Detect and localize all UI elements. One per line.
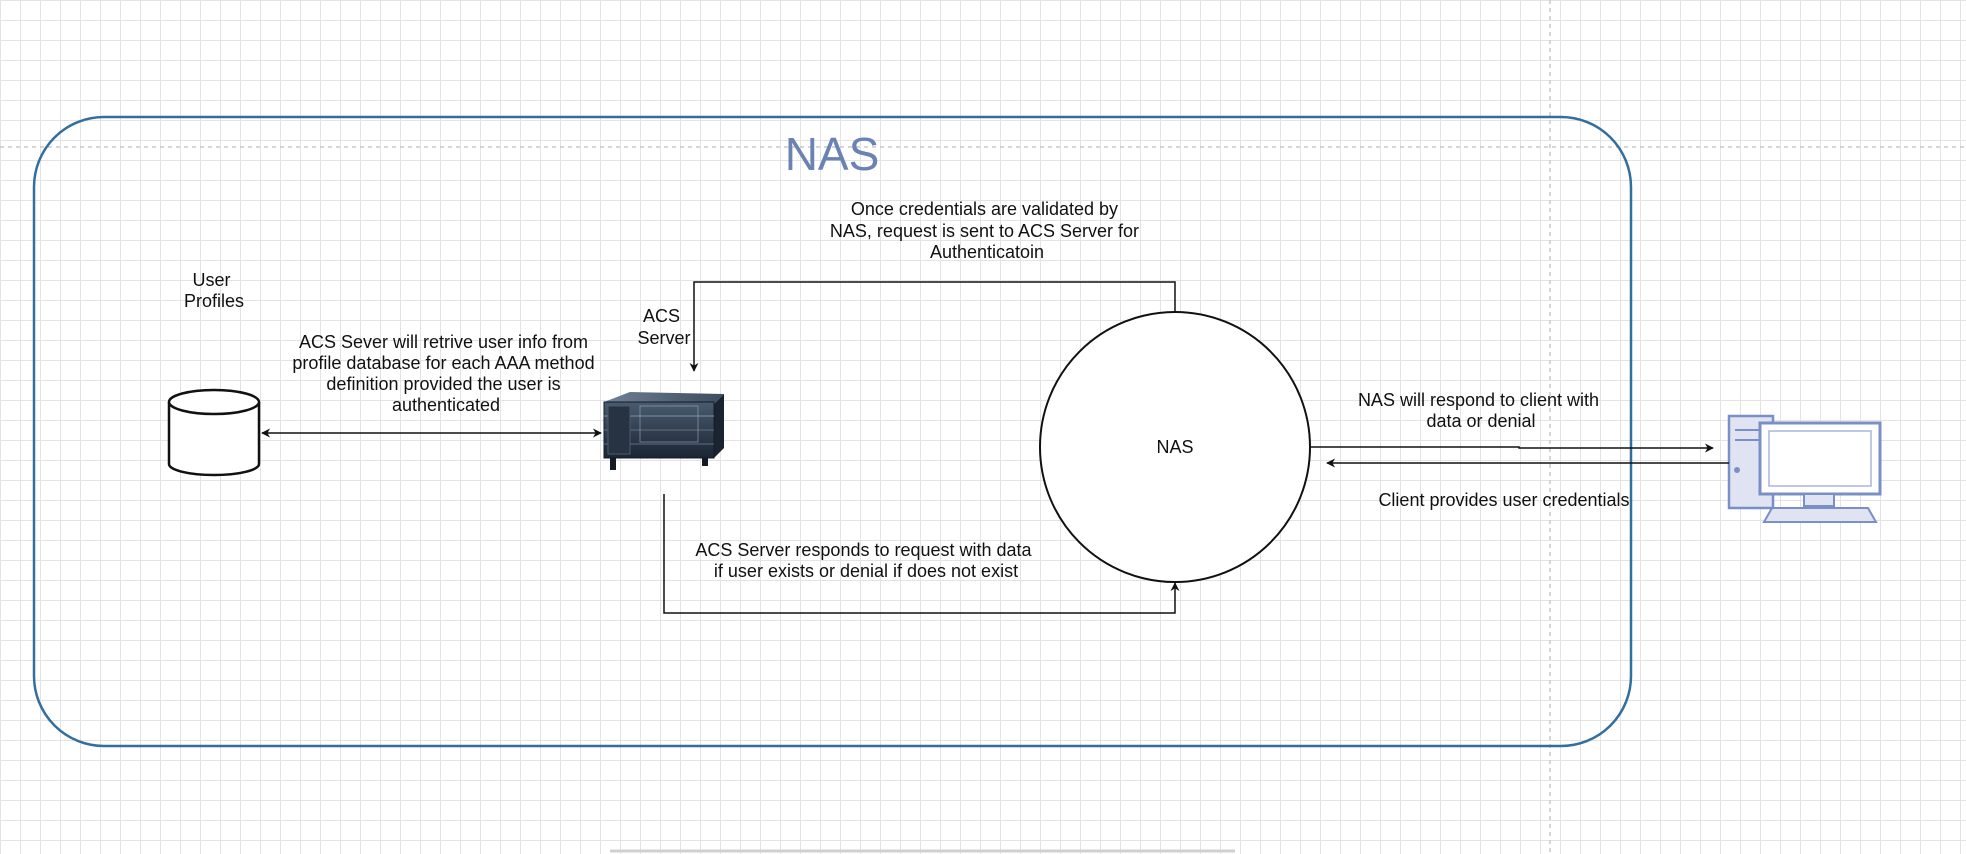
client-to-nas-label: Client provides user credentials	[1378, 490, 1629, 510]
nas-to-acs-label: Once credentials are validated by NAS, r…	[830, 199, 1144, 262]
acs-to-profiles-label: ACS Sever will retrive user info from pr…	[292, 332, 599, 415]
server-icon[interactable]	[603, 392, 724, 470]
acs-server-label: ACS Server	[637, 306, 690, 348]
database-icon[interactable]	[167, 388, 261, 477]
desktop-computer-icon[interactable]	[1727, 414, 1882, 523]
acs-to-nas-label: ACS Server responds to request with data…	[695, 540, 1036, 581]
edge-acs-to-nas[interactable]	[663, 494, 1180, 614]
nas-node-label: NAS	[1156, 437, 1193, 457]
edge-nas-to-acs[interactable]	[689, 281, 1176, 372]
user-profiles-label: User Profiles	[184, 270, 244, 311]
edge-nas-to-client[interactable]	[1311, 443, 1714, 453]
nas-to-client-label: NAS will respond to client with data or …	[1358, 390, 1604, 431]
nas-container[interactable]	[32, 115, 1633, 748]
container-title: NAS	[785, 128, 880, 180]
